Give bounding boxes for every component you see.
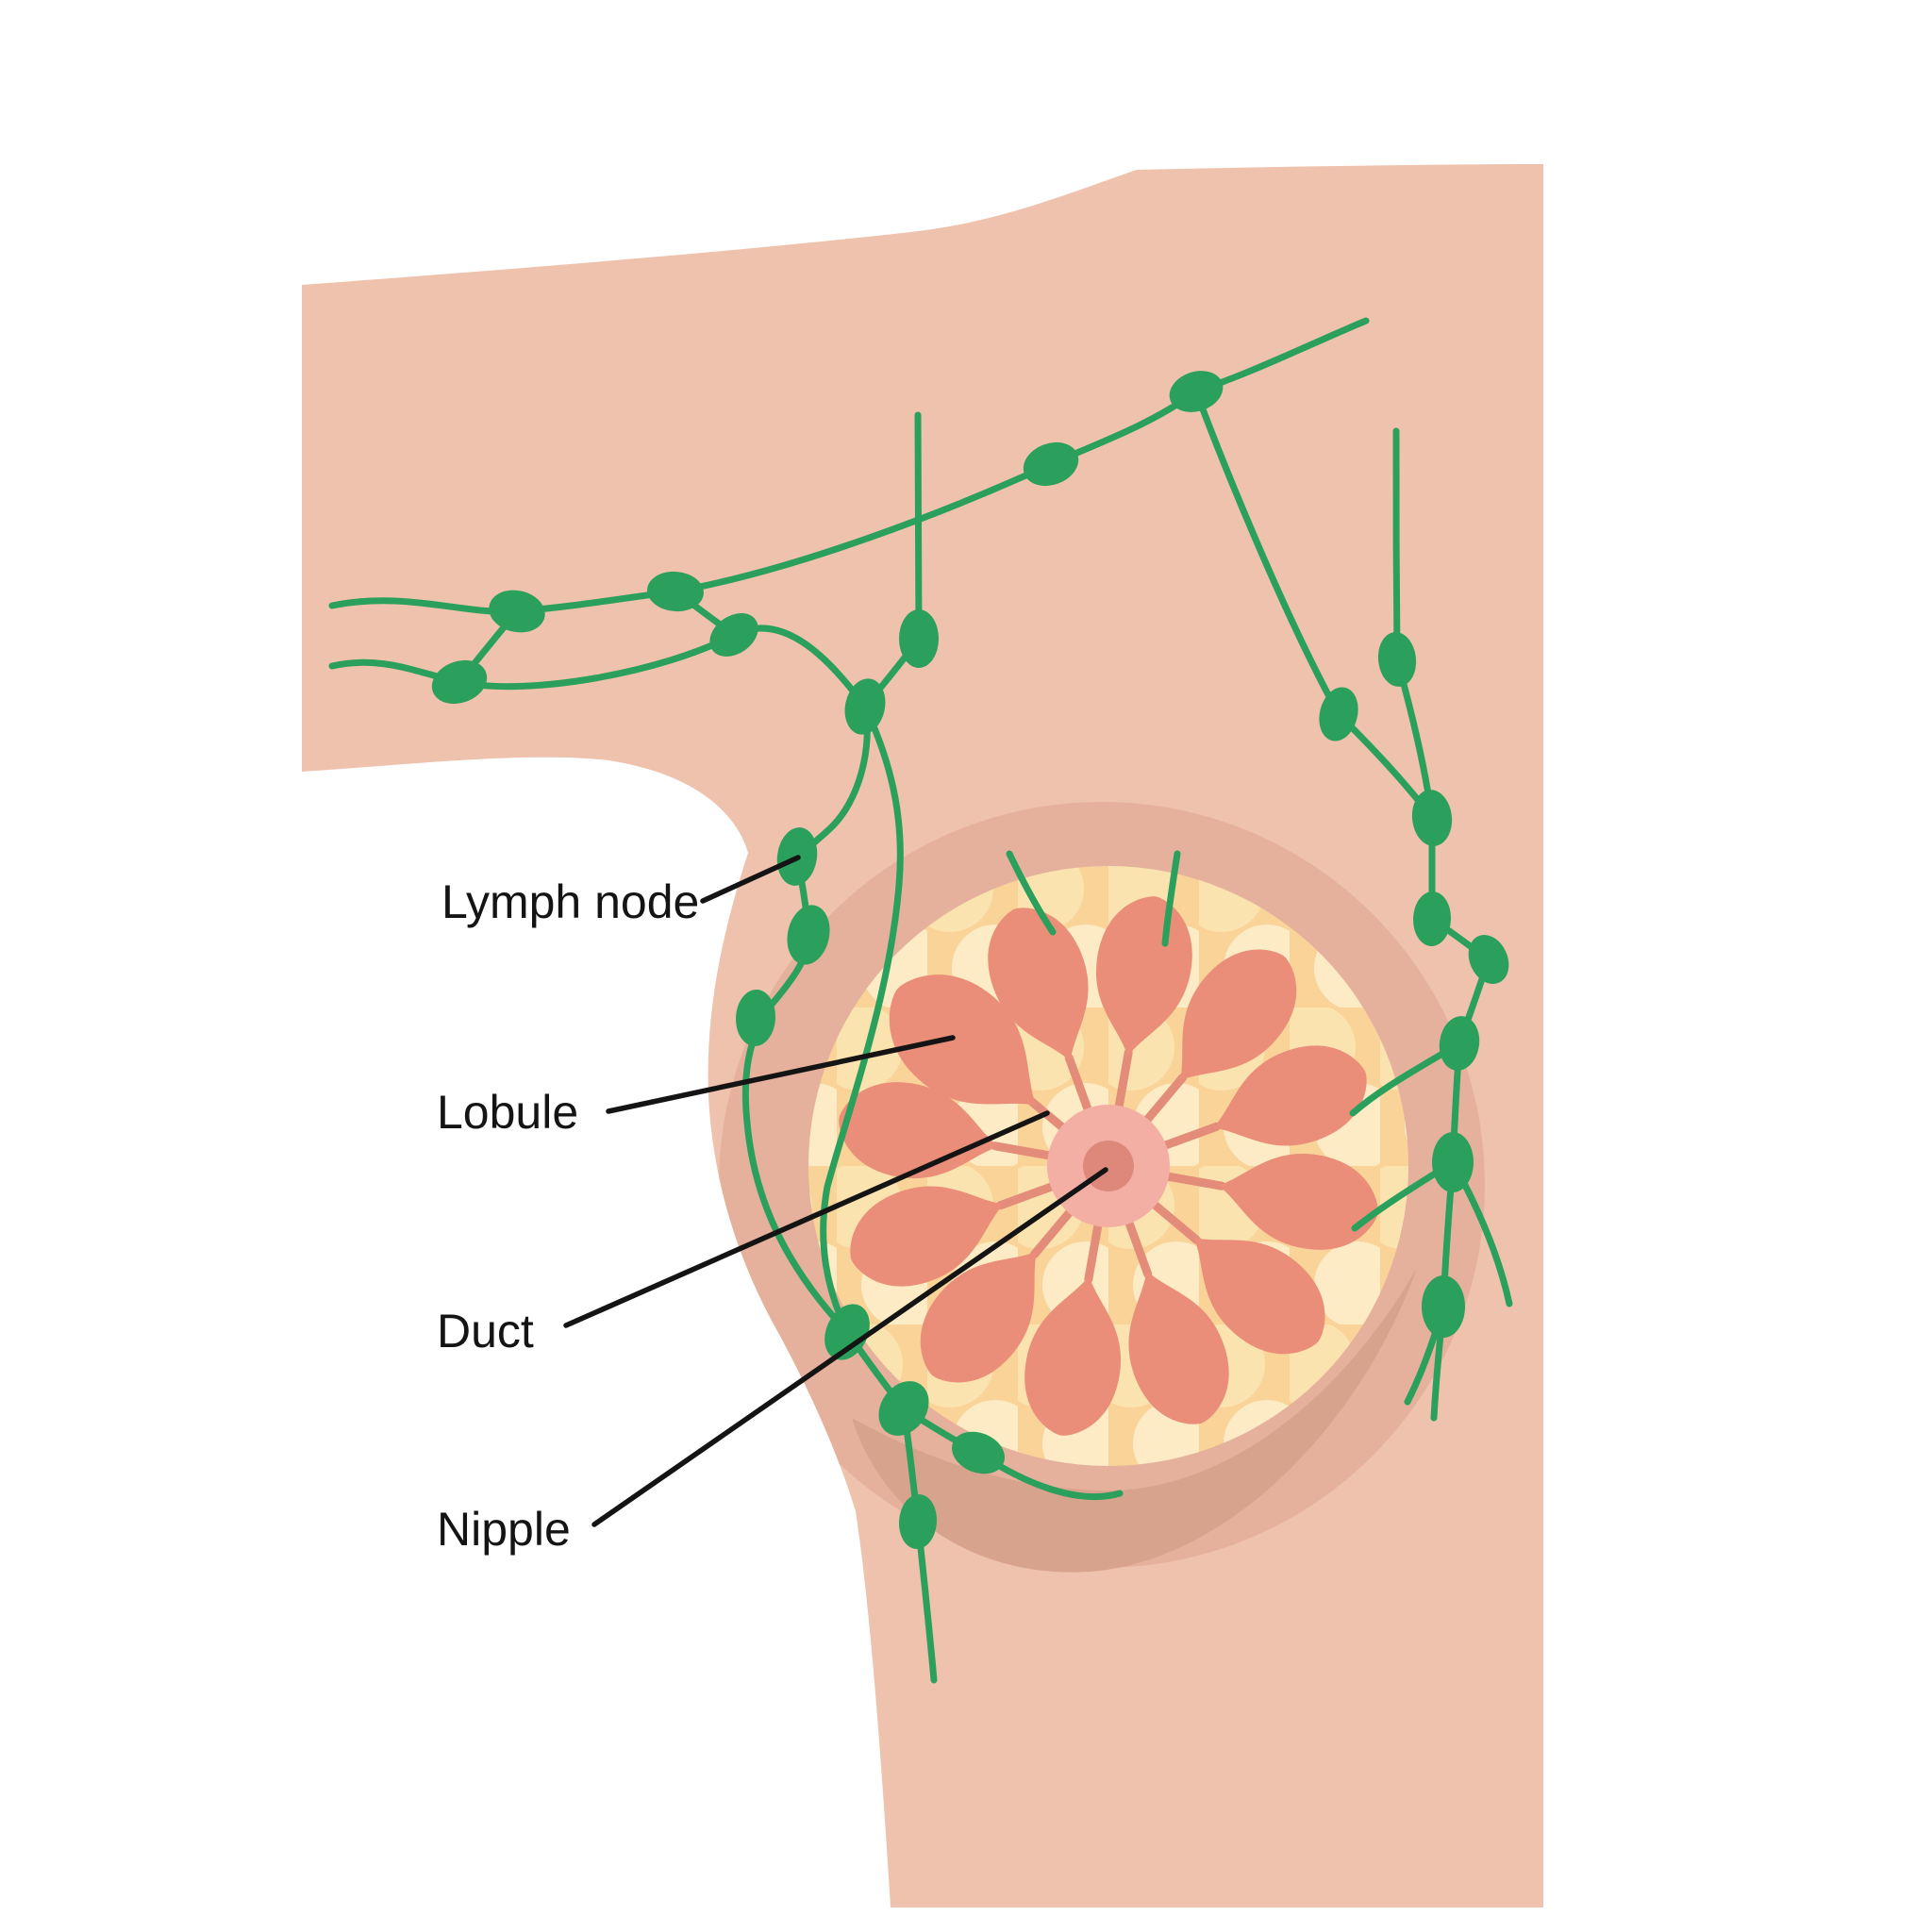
lymph-node-shape <box>1377 632 1417 687</box>
leader-lymph-node <box>700 855 801 904</box>
lymph-node-shape <box>878 1381 929 1436</box>
lymph-nodes <box>431 371 1509 1549</box>
lobule-shape <box>1024 1275 1122 1436</box>
lymph-node-shape <box>735 990 776 1046</box>
lymph-node-shape <box>1422 1275 1465 1338</box>
lymph-node-shape <box>1411 790 1453 846</box>
lymph-vessel <box>820 703 904 1336</box>
lobule-shape <box>850 1186 1005 1287</box>
lymph-node-shape <box>787 905 830 965</box>
lymph-node-shape <box>709 613 758 657</box>
leader-lines <box>563 855 1108 1527</box>
lymph-vessel <box>1392 427 1401 663</box>
lymph-node-shape <box>1023 441 1079 487</box>
lymph-node-shape <box>1412 891 1452 946</box>
lymph-node-shape <box>647 571 704 612</box>
under-breast-shadow <box>852 1268 1417 1573</box>
mammary-lobules <box>839 896 1378 1436</box>
mammary-gland <box>839 896 1378 1436</box>
lobule-shape-large <box>889 974 1037 1106</box>
lymph-vessel <box>1006 850 1057 936</box>
label-nipple: Nipple <box>437 1503 571 1556</box>
label-lobule: Lobule <box>437 1086 578 1139</box>
lobule-shape <box>1212 1045 1367 1146</box>
lymph-node-shape <box>489 590 545 633</box>
leader-nipple <box>591 1167 1108 1527</box>
lymph-node-shape <box>1169 371 1224 412</box>
lymph-node-shape <box>1319 687 1358 741</box>
lymph-node-shape <box>1468 935 1509 984</box>
lymph-node-shape <box>898 1494 938 1549</box>
lymph-vessel <box>1192 388 1342 718</box>
nipple-shape <box>1083 1141 1134 1191</box>
lymph-node-shape <box>899 609 939 668</box>
lymph-node-shape <box>951 1431 1006 1474</box>
lymph-node-shape <box>431 659 488 705</box>
lobule-shape <box>988 908 1089 1062</box>
label-duct: Duct <box>437 1305 534 1357</box>
lobule-shape <box>1179 949 1297 1081</box>
lymph-node-shape <box>824 1304 870 1360</box>
lobule-shape <box>1128 1270 1229 1424</box>
leader-lobule <box>606 1035 956 1114</box>
labels: Lymph node Lobule Duct Nipple <box>437 875 699 1556</box>
leader-duct <box>563 1110 1050 1328</box>
lobule-shape <box>1193 1237 1325 1355</box>
lymph-vessel <box>914 411 923 642</box>
lymph-node-shape <box>1432 1132 1474 1192</box>
lymph-vessel <box>328 625 869 710</box>
lobule-shape <box>920 1251 1038 1383</box>
label-lymph-node: Lymph node <box>441 875 699 928</box>
lymph-vessel <box>1161 850 1181 947</box>
lymph-node-shape <box>1439 1016 1480 1071</box>
lobule-shape <box>1218 1153 1378 1250</box>
lymph-node-shape <box>844 678 886 735</box>
